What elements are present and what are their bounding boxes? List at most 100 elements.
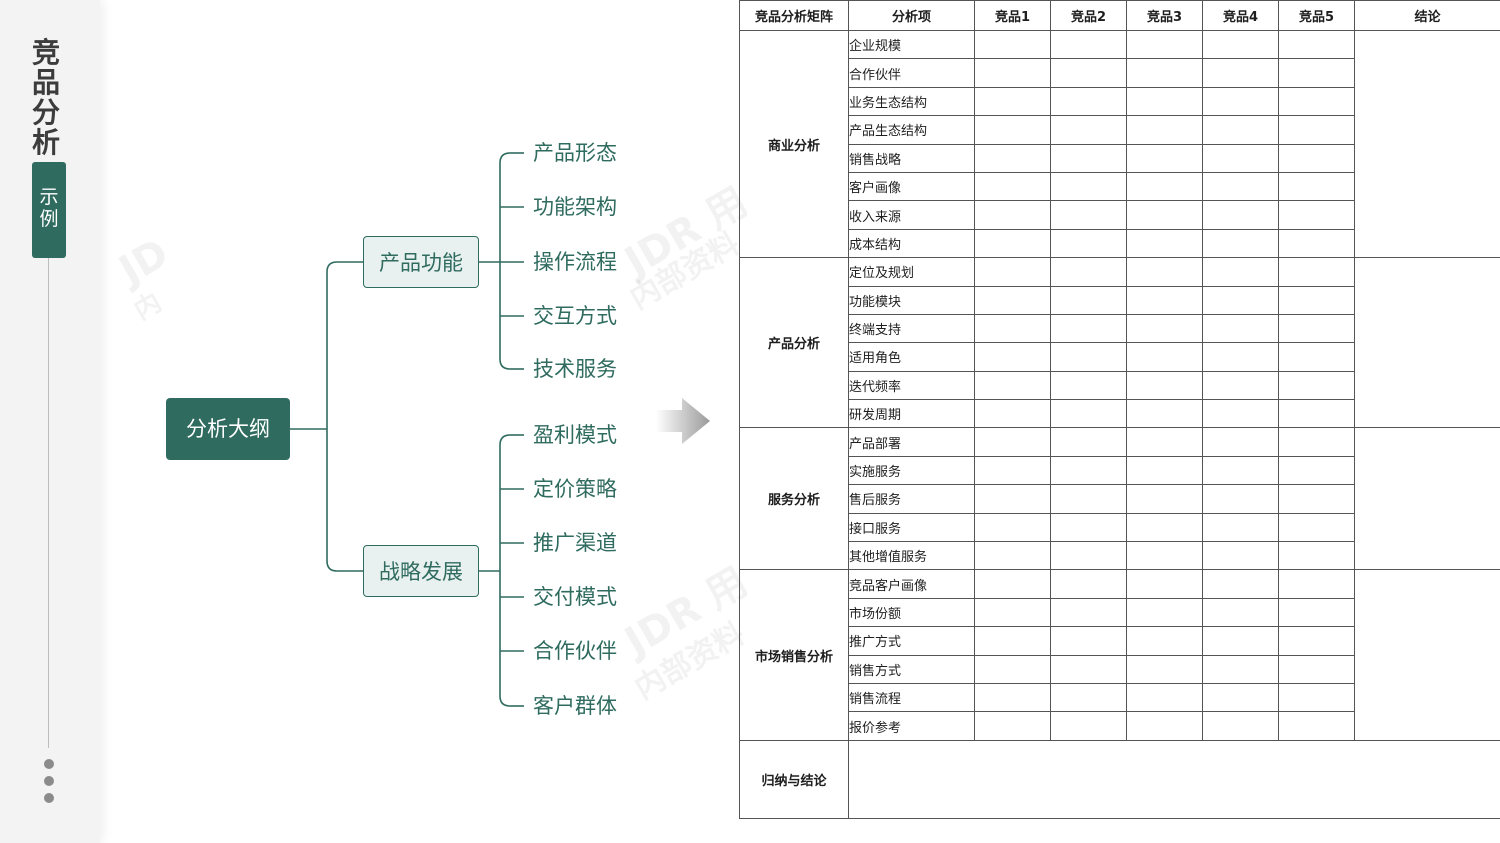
data-cell[interactable] [1202,86,1279,117]
data-cell[interactable] [1050,313,1127,344]
data-cell[interactable] [974,257,1051,287]
data-cell[interactable] [1278,399,1355,429]
data-cell[interactable] [1126,171,1203,202]
data-cell[interactable] [1126,313,1203,344]
data-cell[interactable] [1202,654,1279,684]
data-cell[interactable] [1050,541,1127,571]
data-cell[interactable] [1278,512,1355,543]
data-cell[interactable] [1278,455,1355,486]
data-cell[interactable] [1278,200,1355,230]
more-dot-icon[interactable] [44,793,54,803]
data-cell[interactable] [1126,455,1203,486]
data-cell[interactable] [1126,257,1203,287]
data-cell[interactable] [1126,654,1203,684]
data-cell[interactable] [974,370,1051,401]
more-dot-icon[interactable] [44,776,54,786]
data-cell[interactable] [1126,626,1203,656]
data-cell[interactable] [1278,626,1355,656]
data-cell[interactable] [1050,200,1127,230]
data-cell[interactable] [1050,569,1127,599]
conclusion-cell[interactable] [1354,427,1500,571]
data-cell[interactable] [974,342,1051,372]
data-cell[interactable] [1202,228,1279,259]
mindmap-leaf[interactable]: 盈利模式 [533,423,617,447]
data-cell[interactable] [1050,427,1127,457]
data-cell[interactable] [1050,682,1127,713]
data-cell[interactable] [974,228,1051,259]
data-cell[interactable] [1278,342,1355,372]
data-cell[interactable] [1202,143,1279,173]
mindmap-leaf[interactable]: 交付模式 [533,585,617,609]
data-cell[interactable] [1050,399,1127,429]
data-cell[interactable] [1278,682,1355,713]
data-cell[interactable] [1202,285,1279,315]
data-cell[interactable] [1126,541,1203,571]
data-cell[interactable] [974,313,1051,344]
data-cell[interactable] [1126,711,1203,741]
data-cell[interactable] [974,455,1051,486]
data-cell[interactable] [1126,29,1203,60]
data-cell[interactable] [1278,711,1355,741]
data-cell[interactable] [974,200,1051,230]
data-cell[interactable] [1278,257,1355,287]
data-cell[interactable] [1050,171,1127,202]
data-cell[interactable] [1050,711,1127,741]
data-cell[interactable] [1202,484,1279,514]
data-cell[interactable] [1278,29,1355,60]
summary-cell[interactable] [848,739,1500,819]
data-cell[interactable] [1202,512,1279,543]
data-cell[interactable] [1202,200,1279,230]
data-cell[interactable] [1126,285,1203,315]
data-cell[interactable] [1202,455,1279,486]
mindmap-branch-product[interactable]: 产品功能 [363,236,479,288]
data-cell[interactable] [1050,143,1127,173]
data-cell[interactable] [1050,115,1127,145]
data-cell[interactable] [1202,597,1279,628]
data-cell[interactable] [974,399,1051,429]
data-cell[interactable] [1278,541,1355,571]
data-cell[interactable] [1278,285,1355,315]
data-cell[interactable] [974,115,1051,145]
data-cell[interactable] [1050,597,1127,628]
mindmap-leaf[interactable]: 合作伙伴 [533,639,617,663]
data-cell[interactable] [1126,58,1203,88]
data-cell[interactable] [1202,541,1279,571]
data-cell[interactable] [1126,399,1203,429]
data-cell[interactable] [1202,171,1279,202]
data-cell[interactable] [1126,115,1203,145]
data-cell[interactable] [1278,313,1355,344]
data-cell[interactable] [1202,29,1279,60]
data-cell[interactable] [974,171,1051,202]
data-cell[interactable] [1126,512,1203,543]
data-cell[interactable] [1202,626,1279,656]
conclusion-cell[interactable] [1354,29,1500,259]
data-cell[interactable] [1202,257,1279,287]
mindmap-leaf[interactable]: 功能架构 [533,195,617,219]
data-cell[interactable] [974,626,1051,656]
data-cell[interactable] [974,86,1051,117]
data-cell[interactable] [974,29,1051,60]
mindmap-root-node[interactable]: 分析大纲 [166,398,290,460]
data-cell[interactable] [1202,370,1279,401]
data-cell[interactable] [1278,115,1355,145]
data-cell[interactable] [1050,29,1127,60]
data-cell[interactable] [1202,569,1279,599]
data-cell[interactable] [1202,313,1279,344]
data-cell[interactable] [974,654,1051,684]
data-cell[interactable] [1050,455,1127,486]
data-cell[interactable] [1278,58,1355,88]
data-cell[interactable] [974,58,1051,88]
data-cell[interactable] [1050,285,1127,315]
data-cell[interactable] [974,512,1051,543]
data-cell[interactable] [1202,399,1279,429]
data-cell[interactable] [1278,597,1355,628]
data-cell[interactable] [1278,427,1355,457]
data-cell[interactable] [974,143,1051,173]
data-cell[interactable] [1202,427,1279,457]
data-cell[interactable] [1050,654,1127,684]
data-cell[interactable] [1050,484,1127,514]
data-cell[interactable] [974,541,1051,571]
sidebar-tag[interactable]: 示例 [32,162,66,258]
conclusion-cell[interactable] [1354,569,1500,741]
data-cell[interactable] [974,711,1051,741]
